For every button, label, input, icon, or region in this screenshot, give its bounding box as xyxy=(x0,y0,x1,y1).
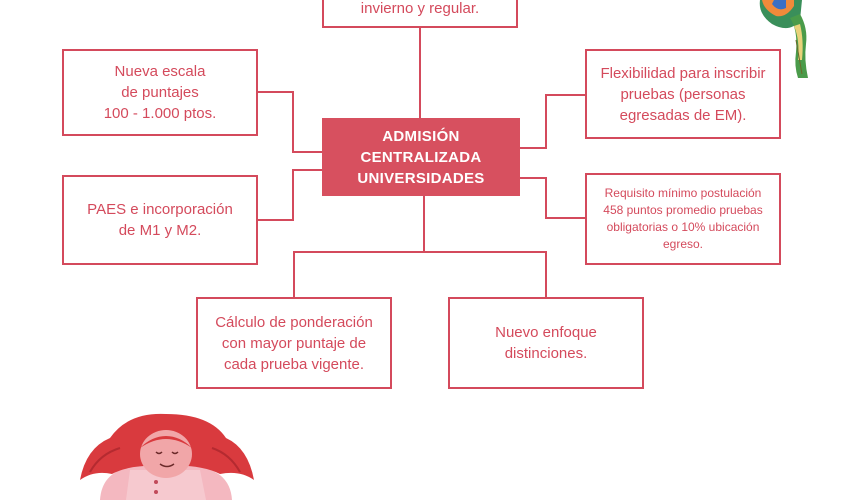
connector-left-mid xyxy=(258,169,322,221)
girl-red-hair-illustration xyxy=(80,413,254,500)
connector-bottom-left xyxy=(293,251,547,297)
box-right-mid-text: Requisito mínimo postulación 458 puntos … xyxy=(603,186,763,251)
box-bottom-right-text: Nuevo enfoque distinciones. xyxy=(495,324,597,362)
box-right-top: Flexibilidad para inscribir pruebas (per… xyxy=(585,49,781,139)
parrot-illustration xyxy=(759,0,808,78)
box-left-top: Nueva escala de puntajes 100 - 1.000 pto… xyxy=(62,49,258,136)
box-right-top-text: Flexibilidad para inscribir pruebas (per… xyxy=(600,64,766,124)
box-bottom-left-text: Cálculo de ponderación con mayor puntaje… xyxy=(215,313,373,373)
box-left-mid-text: PAES e incorporación de M1 y M2. xyxy=(87,201,233,239)
box-left-top-text: Nueva escala de puntajes 100 - 1.000 pto… xyxy=(103,63,217,122)
connector-right-mid xyxy=(520,177,585,219)
box-top-text: invierno y regular. xyxy=(360,0,480,17)
box-bottom-left: Cálculo de ponderación con mayor puntaje… xyxy=(196,297,392,389)
connector-left-top xyxy=(258,91,322,153)
box-right-mid: Requisito mínimo postulación 458 puntos … xyxy=(585,173,781,265)
center-box: ADMISIÓN CENTRALIZADA UNIVERSIDADES xyxy=(322,118,520,196)
box-top: invierno y regular. xyxy=(322,0,518,28)
center-box-text: ADMISIÓN CENTRALIZADA UNIVERSIDADES xyxy=(357,127,485,187)
box-left-mid: PAES e incorporación de M1 y M2. xyxy=(62,175,258,265)
box-bottom-right: Nuevo enfoque distinciones. xyxy=(448,297,644,389)
connector-right-top xyxy=(520,94,585,149)
